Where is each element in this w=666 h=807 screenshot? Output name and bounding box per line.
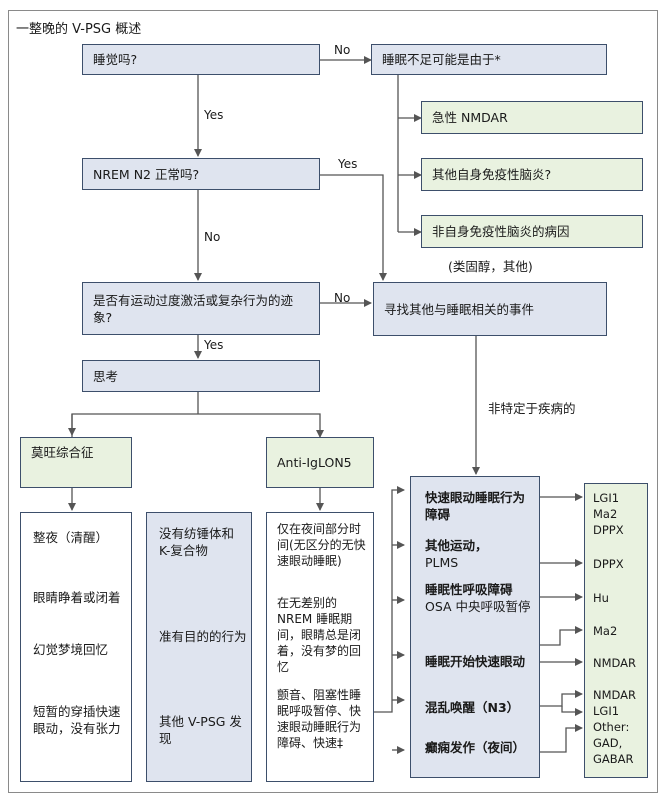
- morvan-node: 莫旺综合征: [20, 437, 132, 488]
- morvan-item: 眼睛睁着或闭着: [33, 590, 121, 605]
- event-item: 睡眠开始快速眼动: [425, 654, 526, 669]
- middle-features: 没有纺锤体和 K-复合物 准有目的的行为 其他 V-PSG 发现: [146, 512, 252, 782]
- iglon5-item: 颤音、阻塞性睡眠呼吸暂停、快速眼动睡眠行为障碍、快速‡: [277, 688, 362, 750]
- motor-signs-node: 是否有运动过度激活或复杂行为的迹象?: [82, 282, 320, 335]
- asleep-node: 睡觉吗?: [82, 44, 320, 75]
- iglon5-node: Anti-IgLON5: [266, 437, 374, 488]
- antibodies-box: LGI1 Ma2 DPPX DPPX Hu Ma2 NMDAR NMDAR LG…: [584, 483, 648, 778]
- iglon5-item: 仅在夜间部分时间(无区分的无快速眼动睡眠): [277, 522, 366, 568]
- middle-item: 没有纺锤体和 K-复合物: [159, 526, 235, 558]
- antibody-item: LGI1 Ma2 DPPX: [593, 491, 624, 537]
- event-item: 快速眼动睡眠行为障碍: [425, 490, 526, 522]
- iglon5-features: 仅在夜间部分时间(无区分的无快速眼动睡眠) 在无差别的 NREM 睡眠期间，眼睛…: [266, 512, 374, 782]
- event-item: 混乱唤醒（N3）: [425, 700, 520, 715]
- morvan-features: 整夜（清醒） 眼睛睁着或闭着 幻觉梦境回忆 短暂的穿插快速眼动，没有张力: [20, 512, 132, 782]
- event-item: 癫痫发作（夜间）: [425, 740, 526, 755]
- yes-label: Yes: [338, 157, 358, 171]
- yes-label: Yes: [204, 108, 224, 122]
- antibody-item: Ma2: [593, 624, 618, 638]
- steroid-note: (类固醇，其他): [448, 259, 533, 274]
- other-autoimmune-node: 其他自身免疫性脑炎?: [421, 158, 643, 191]
- no-label: No: [334, 291, 351, 305]
- no-label: No: [334, 43, 351, 57]
- morvan-item: 幻觉梦境回忆: [33, 642, 109, 657]
- middle-item: 其他 V-PSG 发现: [159, 714, 242, 746]
- lack-sleep-node: 睡眠不足可能是由于*: [371, 44, 607, 75]
- non-autoimmune-node: 非自身免疫性脑炎的病因: [421, 215, 643, 248]
- nrem-normal-node: NREM N2 正常吗?: [82, 158, 320, 190]
- antibody-item: NMDAR: [593, 656, 637, 670]
- event-item: 其他运动，PLMS: [425, 538, 488, 570]
- antibody-item: DPPX: [593, 557, 624, 571]
- morvan-item: 短暂的穿插快速眼动，没有张力: [33, 704, 121, 736]
- think-node: 思考: [82, 360, 320, 392]
- antibody-item: NMDAR LGI1 Other: GAD, GABAR: [593, 688, 637, 766]
- find-other-node: 寻找其他与睡眠相关的事件: [373, 282, 607, 336]
- antibody-item: Hu: [593, 591, 609, 605]
- acute-nmdar-node: 急性 NMDAR: [421, 101, 643, 134]
- figure-title: 一整晚的 V-PSG 概述: [16, 22, 142, 37]
- figure-frame: [8, 10, 658, 793]
- morvan-item: 整夜（清醒）: [33, 530, 109, 545]
- non-specific-label: 非特定于疾病的: [488, 401, 576, 416]
- yes-label: Yes: [204, 338, 224, 352]
- no-label: No: [204, 230, 221, 244]
- middle-item: 准有目的的行为: [159, 629, 247, 644]
- iglon5-item: 在无差别的 NREM 睡眠期间，眼睛总是闭着，没有梦的回忆: [277, 596, 362, 674]
